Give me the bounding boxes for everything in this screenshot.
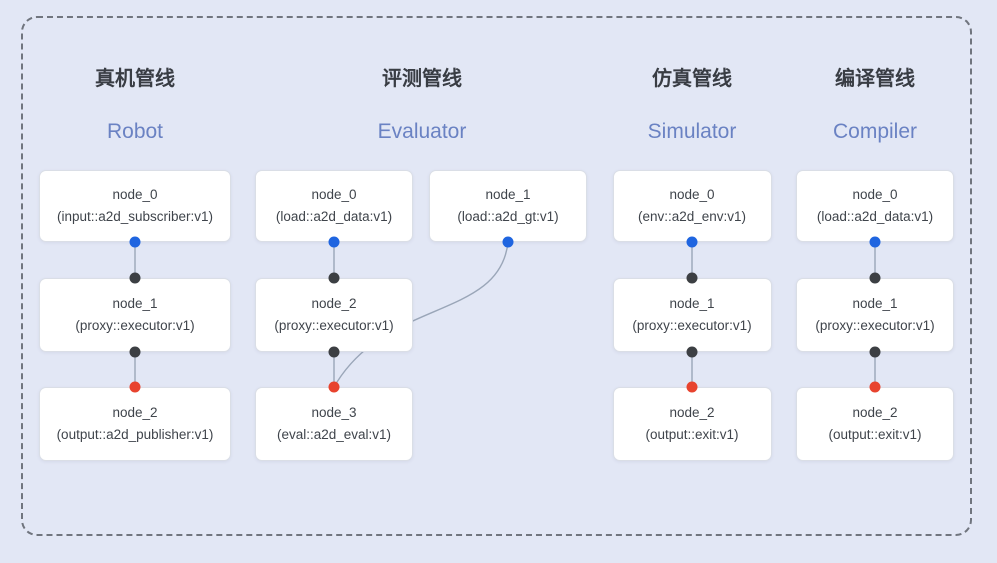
evaluator-node-2-box: node_2(proxy::executor:v1) (255, 278, 413, 352)
node-type-label: (env::a2d_env:v1) (637, 209, 747, 224)
evaluator-node-0-box: node_0(load::a2d_data:v1) (255, 170, 413, 242)
compiler-node-1-box: node_1(proxy::executor:v1) (796, 278, 954, 352)
node-name-label: node_2 (311, 296, 357, 311)
black-port-dot (129, 346, 141, 358)
node-name-label: node_0 (669, 187, 715, 202)
pipeline-title-en-evaluator: Evaluator (377, 120, 467, 143)
node-name-label: node_2 (852, 405, 898, 420)
simulator-node-0-box: node_0(env::a2d_env:v1) (612, 170, 772, 242)
blue-port-dot (328, 236, 340, 248)
node-type-label: (output::a2d_publisher:v1) (56, 427, 214, 442)
black-port-dot (129, 272, 141, 284)
node-type-label: (output::exit:v1) (828, 427, 922, 442)
compiler-node-2-box: node_2(output::exit:v1) (796, 387, 954, 461)
robot-node-0-box: node_0(input::a2d_subscriber:v1) (39, 170, 231, 242)
red-port-dot (686, 381, 698, 393)
pipeline-title-zh-robot: 真机管线 (95, 68, 175, 90)
evaluator-node-1-box: node_1(load::a2d_gt:v1) (429, 170, 587, 242)
node-name-label: node_1 (112, 296, 158, 311)
robot-node-2-box: node_2(output::a2d_publisher:v1) (39, 387, 231, 461)
node-type-label: (proxy::executor:v1) (75, 318, 195, 333)
node-type-label: (load::a2d_data:v1) (275, 209, 393, 224)
node-type-label: (proxy::executor:v1) (274, 318, 394, 333)
evaluator-edge-curve (333, 241, 509, 388)
pipeline-title-en-robot: Robot (106, 120, 164, 143)
node-name-label: node_3 (311, 405, 357, 420)
node-name-label: node_1 (485, 187, 531, 202)
pipeline-title-zh-evaluator: 评测管线 (382, 68, 462, 90)
blue-port-dot (869, 236, 881, 248)
pipeline-title-en-simulator: Simulator (647, 120, 737, 143)
black-port-dot (686, 272, 698, 284)
black-port-dot (869, 272, 881, 284)
node-name-label: node_2 (112, 405, 158, 420)
evaluator-node-3-box: node_3(eval::a2d_eval:v1) (255, 387, 413, 461)
node-type-label: (load::a2d_gt:v1) (457, 209, 559, 224)
node-type-label: (proxy::executor:v1) (632, 318, 752, 333)
simulator-node-2-box: node_2(output::exit:v1) (612, 387, 772, 461)
node-name-label: node_0 (112, 187, 158, 202)
black-port-dot (328, 346, 340, 358)
node-name-label: node_0 (311, 187, 357, 202)
red-port-dot (869, 381, 881, 393)
black-port-dot (686, 346, 698, 358)
blue-port-dot (686, 236, 698, 248)
node-type-label: (load::a2d_data:v1) (816, 209, 934, 224)
node-name-label: node_2 (669, 405, 715, 420)
blue-port-dot (502, 236, 514, 248)
simulator-node-1-box: node_1(proxy::executor:v1) (612, 278, 772, 352)
robot-node-1-box: node_1(proxy::executor:v1) (39, 278, 231, 352)
node-type-label: (eval::a2d_eval:v1) (276, 427, 392, 442)
red-port-dot (129, 381, 141, 393)
red-port-dot (328, 381, 340, 393)
node-type-label: (input::a2d_subscriber:v1) (56, 209, 214, 224)
pipeline-title-zh-compiler: 编译管线 (835, 68, 915, 90)
black-port-dot (328, 272, 340, 284)
pipeline-title-en-compiler: Compiler (832, 120, 918, 143)
node-type-label: (output::exit:v1) (645, 427, 739, 442)
black-port-dot (869, 346, 881, 358)
node-type-label: (proxy::executor:v1) (815, 318, 935, 333)
node-name-label: node_1 (852, 296, 898, 311)
compiler-node-0-box: node_0(load::a2d_data:v1) (796, 170, 954, 242)
node-name-label: node_1 (669, 296, 715, 311)
pipeline-title-zh-simulator: 仿真管线 (652, 68, 732, 90)
node-name-label: node_0 (852, 187, 898, 202)
blue-port-dot (129, 236, 141, 248)
dashed-border-frame (21, 16, 972, 536)
